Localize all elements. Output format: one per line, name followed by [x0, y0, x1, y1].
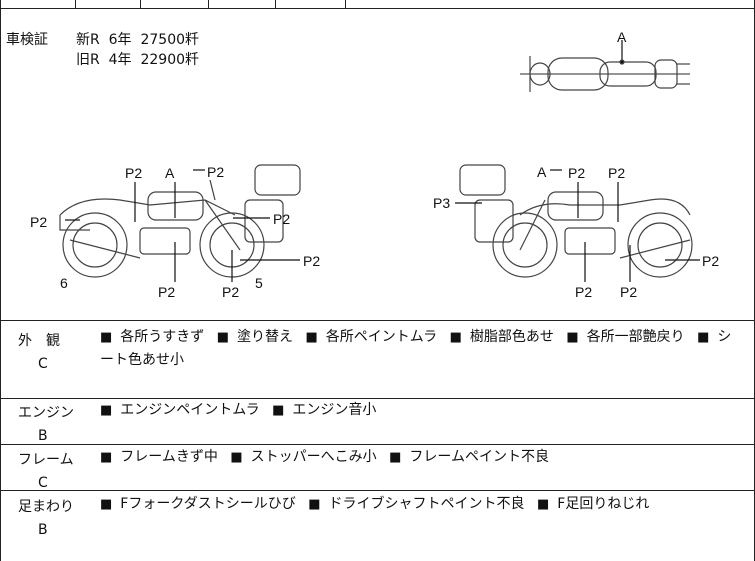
diagram-label: P2 — [158, 284, 175, 300]
registration-km: 27500粁 — [140, 32, 200, 48]
bullet-square-icon: ■ — [449, 330, 462, 345]
diagram-label: P3 — [433, 195, 450, 211]
registration-years: 6年 — [108, 32, 132, 48]
diagram-label: 6 — [60, 275, 68, 291]
category-exterior: 外 観 C — [0, 330, 80, 372]
frame-left-border — [0, 0, 1, 561]
registration-km: 22900粁 — [140, 52, 200, 68]
bullet-square-icon: ■ — [100, 403, 113, 418]
category-name: フレーム — [18, 452, 74, 468]
bullet-square-icon: ■ — [537, 497, 550, 512]
diagram-label: A — [617, 29, 627, 45]
diagram-label: P2 — [125, 165, 142, 181]
bullet-square-icon: ■ — [305, 330, 318, 345]
category-frame: フレーム C — [0, 449, 80, 491]
bullet-square-icon: ■ — [216, 330, 230, 345]
row-divider — [0, 398, 755, 399]
diagram-label: P2 — [620, 284, 637, 300]
category-grade: C — [38, 356, 48, 372]
registration-type: 旧R — [76, 52, 100, 68]
bullet-square-icon: ■ — [100, 450, 113, 465]
header-cell-divider — [140, 0, 141, 8]
diagram-label: A — [537, 164, 547, 180]
diagram-label: P2 — [207, 164, 224, 180]
diagram-label: P2 — [273, 211, 290, 227]
bullet-square-icon: ■ — [566, 330, 579, 345]
bullet-square-icon: ■ — [100, 330, 113, 345]
header-cell-divider — [275, 0, 276, 8]
item-text: 塗り替え — [237, 329, 294, 345]
registration-label: 車検証 — [6, 32, 48, 48]
category-name: エンジン — [18, 405, 74, 421]
item-text: シート色あせ小 — [100, 329, 732, 368]
header-cell-divider — [75, 0, 76, 8]
category-grade: C — [38, 475, 48, 491]
category-engine: エンジン B — [0, 402, 80, 444]
registration-type: 新R — [76, 32, 100, 48]
item-text: フレームペイント不良 — [409, 449, 549, 465]
row-divider — [0, 490, 755, 491]
bullet-square-icon: ■ — [308, 497, 321, 512]
bullet-square-icon: ■ — [389, 450, 402, 465]
diagram-label: A — [165, 165, 175, 181]
category-items: ■ Fフォークダストシールひび ■ ドライブシャフトペイント不良 ■ F足回りねじれ — [100, 493, 745, 516]
registration-row-old: 旧R 4年 22900粁 — [76, 49, 199, 69]
category-name: 足まわり — [18, 499, 74, 515]
header-cell-divider — [345, 0, 346, 8]
diagram-label: P2 — [608, 165, 625, 181]
category-items: ■ フレームきず中 ■ ストッパーへこみ小 ■ フレームペイント不良 — [100, 446, 745, 469]
item-text: F足回りねじれ — [557, 496, 650, 512]
bullet-square-icon: ■ — [697, 330, 710, 345]
category-suspension: 足まわり B — [0, 496, 80, 538]
category-items: ■ エンジンペイントムラ ■ エンジン音小 — [100, 399, 745, 422]
item-text: ドライブシャフトペイント不良 — [328, 496, 525, 512]
bullet-square-icon: ■ — [100, 497, 113, 512]
left-side-motorcycle — [59, 164, 301, 278]
diagram-label: P2 — [575, 284, 592, 300]
item-text: エンジン音小 — [292, 402, 377, 418]
category-items: ■ 各所うすきず ■ 塗り替え ■ 各所ペイントムラ ■ 樹脂部色あせ ■ 各所一部艶戻り… — [100, 326, 745, 372]
left-leader-lines — [65, 169, 300, 282]
item-text: 樹脂部色あせ — [469, 329, 554, 345]
item-text: 各所ペイントムラ — [325, 329, 438, 345]
registration-row-new: 新R 6年 27500粁 — [76, 29, 199, 49]
category-grade: B — [38, 428, 48, 444]
item-text: フレームきず中 — [120, 449, 218, 465]
header-cell-divider — [208, 0, 209, 8]
right-side-motorcycle — [459, 164, 693, 278]
category-grade: B — [38, 522, 48, 538]
diagram-label: P2 — [568, 165, 585, 181]
diagram-label: P2 — [222, 284, 239, 300]
header-rule — [0, 8, 755, 9]
item-text: Fフォークダストシールひび — [120, 496, 296, 512]
item-text: 各所うすきず — [120, 329, 205, 345]
item-text: ストッパーへこみ小 — [250, 449, 377, 465]
diagram-label: 5 — [255, 275, 263, 291]
section-rule — [0, 320, 755, 321]
diagram-label: P2 — [30, 214, 47, 230]
item-text: エンジンペイントムラ — [120, 402, 260, 418]
top-view-motorcycle — [520, 40, 690, 92]
row-divider — [0, 444, 755, 445]
bullet-square-icon: ■ — [230, 450, 243, 465]
right-leader-lines — [455, 169, 700, 282]
bullet-square-icon: ■ — [272, 403, 285, 418]
item-text: 各所一部艶戻り — [586, 329, 685, 345]
motorcycle-damage-diagram: A P2 P2 A P2 P2 P — [30, 29, 719, 300]
registration-years: 4年 — [108, 52, 132, 68]
category-name: 外 観 — [18, 333, 60, 349]
diagram-label: P2 — [303, 253, 320, 269]
diagram-label: P2 — [702, 253, 719, 269]
